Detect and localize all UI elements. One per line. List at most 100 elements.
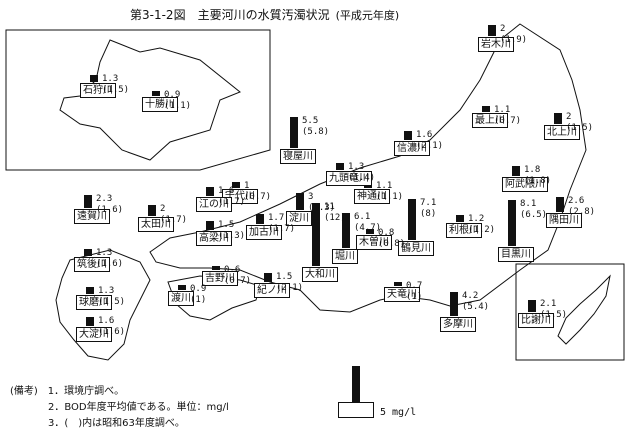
river-marker: 5.5(5.8)寝屋川 bbox=[280, 116, 329, 164]
river-prev-value: (1.1) bbox=[164, 100, 192, 111]
river-name: 鶴見川 bbox=[398, 241, 434, 256]
river-name: 利根川 bbox=[446, 223, 482, 238]
river-name: 遠賀川 bbox=[74, 209, 110, 224]
river-prev-value: (1.7) bbox=[160, 214, 188, 225]
river-value: 1.7 bbox=[268, 213, 285, 224]
bar-最上川 bbox=[482, 105, 490, 112]
river-prev-value: (1.6) bbox=[96, 204, 124, 215]
river-marker: 2.6(2.8)隅田川 bbox=[546, 196, 595, 228]
river-name: 淀川 bbox=[286, 211, 312, 226]
river-prev-value: (1.6) bbox=[96, 258, 124, 269]
note-1: (備考) 1．環境庁調べ。 bbox=[10, 386, 125, 397]
river-value: 7.1 bbox=[420, 198, 437, 209]
river-values: 2.1(1.5) bbox=[540, 299, 567, 321]
bar-木曽川 bbox=[366, 229, 374, 234]
river-prev-value: (6.5) bbox=[520, 209, 548, 220]
river-value: 2 bbox=[566, 111, 572, 122]
river-marker: 2(1.7)太田川 bbox=[138, 204, 187, 232]
bar-隅田川 bbox=[556, 197, 564, 212]
river-value: 2 bbox=[160, 203, 166, 214]
river-value: 1.5 bbox=[276, 272, 293, 283]
river-marker: 1.6(2.1)信濃川 bbox=[394, 130, 443, 156]
okinawa-outline bbox=[557, 274, 611, 345]
river-name: 神通川 bbox=[354, 189, 390, 204]
river-name: 紀ノ川 bbox=[254, 283, 290, 298]
river-marker: 1.7(1.7)加古川 bbox=[246, 213, 295, 240]
river-marker: 1.6(1.7)江の川 bbox=[196, 186, 245, 212]
river-value: 1.6 bbox=[98, 315, 115, 326]
bar-千代川 bbox=[232, 182, 240, 188]
river-name: 目黒川 bbox=[498, 247, 534, 262]
river-name: 九頭竜川 bbox=[326, 171, 372, 186]
river-prev-value: (1.5) bbox=[566, 122, 594, 133]
river-value: 1.2 bbox=[468, 214, 485, 225]
river-value: 1.5 bbox=[218, 220, 235, 231]
river-name: 岩木川 bbox=[478, 37, 514, 52]
bar-石狩川 bbox=[90, 74, 98, 82]
title-text: 第3-1-2図 主要河川の水質汚濁状況 bbox=[130, 8, 330, 22]
bar-目黒川 bbox=[508, 199, 516, 246]
river-value: 2.1 bbox=[540, 299, 557, 309]
river-values: 0.7(1) bbox=[406, 281, 422, 303]
river-name: 江の川 bbox=[196, 197, 232, 212]
river-name: 天竜川 bbox=[384, 287, 420, 302]
river-value: 1.1 bbox=[376, 180, 393, 191]
river-value: 1.3 bbox=[348, 161, 365, 172]
bar-利根川 bbox=[456, 215, 464, 222]
river-prev-value: (1.9) bbox=[500, 34, 528, 45]
river-value: 1.3 bbox=[102, 73, 119, 84]
river-marker: 1.1(1.1)神通川 bbox=[354, 181, 403, 204]
river-name: 多摩川 bbox=[440, 317, 476, 332]
river-values: 1.2(1.2) bbox=[468, 214, 495, 236]
bar-大和川 bbox=[312, 203, 320, 266]
bar-大淀川 bbox=[86, 316, 94, 326]
bar-球磨川 bbox=[86, 286, 94, 294]
river-values: 0.9(1.1) bbox=[164, 90, 191, 112]
river-value: 11 bbox=[324, 202, 335, 213]
bar-紀ノ川 bbox=[264, 273, 272, 282]
bar-比謝川 bbox=[528, 299, 536, 312]
river-prev-value: (1.1) bbox=[376, 191, 404, 202]
river-prev-value: (0.7) bbox=[244, 192, 272, 203]
river-value: 3 bbox=[308, 191, 314, 202]
river-prev-value: (2.1) bbox=[416, 140, 444, 151]
river-prev-value: (5.4) bbox=[462, 301, 490, 312]
bar-天竜川 bbox=[394, 281, 402, 286]
river-marker: 1.3(1.4)九頭竜川 bbox=[326, 162, 375, 186]
note-2: 2．BOD年度平均値である。単位：mg/l bbox=[48, 402, 229, 413]
river-values: 1.3(1.6) bbox=[96, 248, 123, 270]
river-value: 1.6 bbox=[416, 129, 433, 140]
river-value: 8.1 bbox=[520, 198, 537, 209]
river-prev-value: (3.3) bbox=[308, 202, 336, 213]
bar-高梁川 bbox=[206, 221, 214, 230]
river-name: 阿武隈川 bbox=[502, 177, 548, 192]
river-values: 1.1(0.7) bbox=[494, 105, 521, 127]
river-marker: 8.1(6.5) 目黒川 bbox=[498, 199, 547, 262]
river-value: 1.3 bbox=[98, 285, 115, 296]
river-values: 1.6(1.7) bbox=[218, 186, 245, 208]
river-values: 1.5(2.1) bbox=[276, 272, 303, 294]
river-marker: 11(12)大和川 bbox=[302, 202, 346, 282]
bar-鶴見川 bbox=[408, 199, 416, 240]
river-name: 大淀川 bbox=[76, 327, 112, 342]
river-name: 太田川 bbox=[138, 217, 174, 232]
river-marker: 1.5(1.3)高梁川 bbox=[196, 220, 245, 246]
bar-十勝川 bbox=[152, 90, 160, 96]
bar-堀川 bbox=[342, 213, 350, 248]
bar-吉野川 bbox=[212, 266, 220, 270]
river-value: 1.1 bbox=[494, 104, 511, 115]
bar-多摩川 bbox=[450, 291, 458, 316]
river-prev-value: (1.6) bbox=[98, 326, 126, 337]
river-values: 2(1.5) bbox=[566, 112, 593, 134]
river-name: 北上川 bbox=[544, 125, 580, 140]
river-value: 0.8 bbox=[378, 228, 395, 239]
river-marker: 2(1.9)岩木川 bbox=[478, 24, 527, 52]
river-values: 7.1(8) bbox=[420, 198, 436, 220]
river-values: 11(12) bbox=[324, 202, 346, 224]
bar-淀川 bbox=[296, 192, 304, 210]
river-prev-value: (1.3) bbox=[218, 231, 246, 242]
river-marker: 2.3(1.6)遠賀川 bbox=[74, 194, 123, 224]
scale-bar-label: 5 mg/l bbox=[380, 407, 417, 418]
bar-江の川 bbox=[206, 186, 214, 196]
river-name: 石狩川 bbox=[80, 83, 116, 98]
